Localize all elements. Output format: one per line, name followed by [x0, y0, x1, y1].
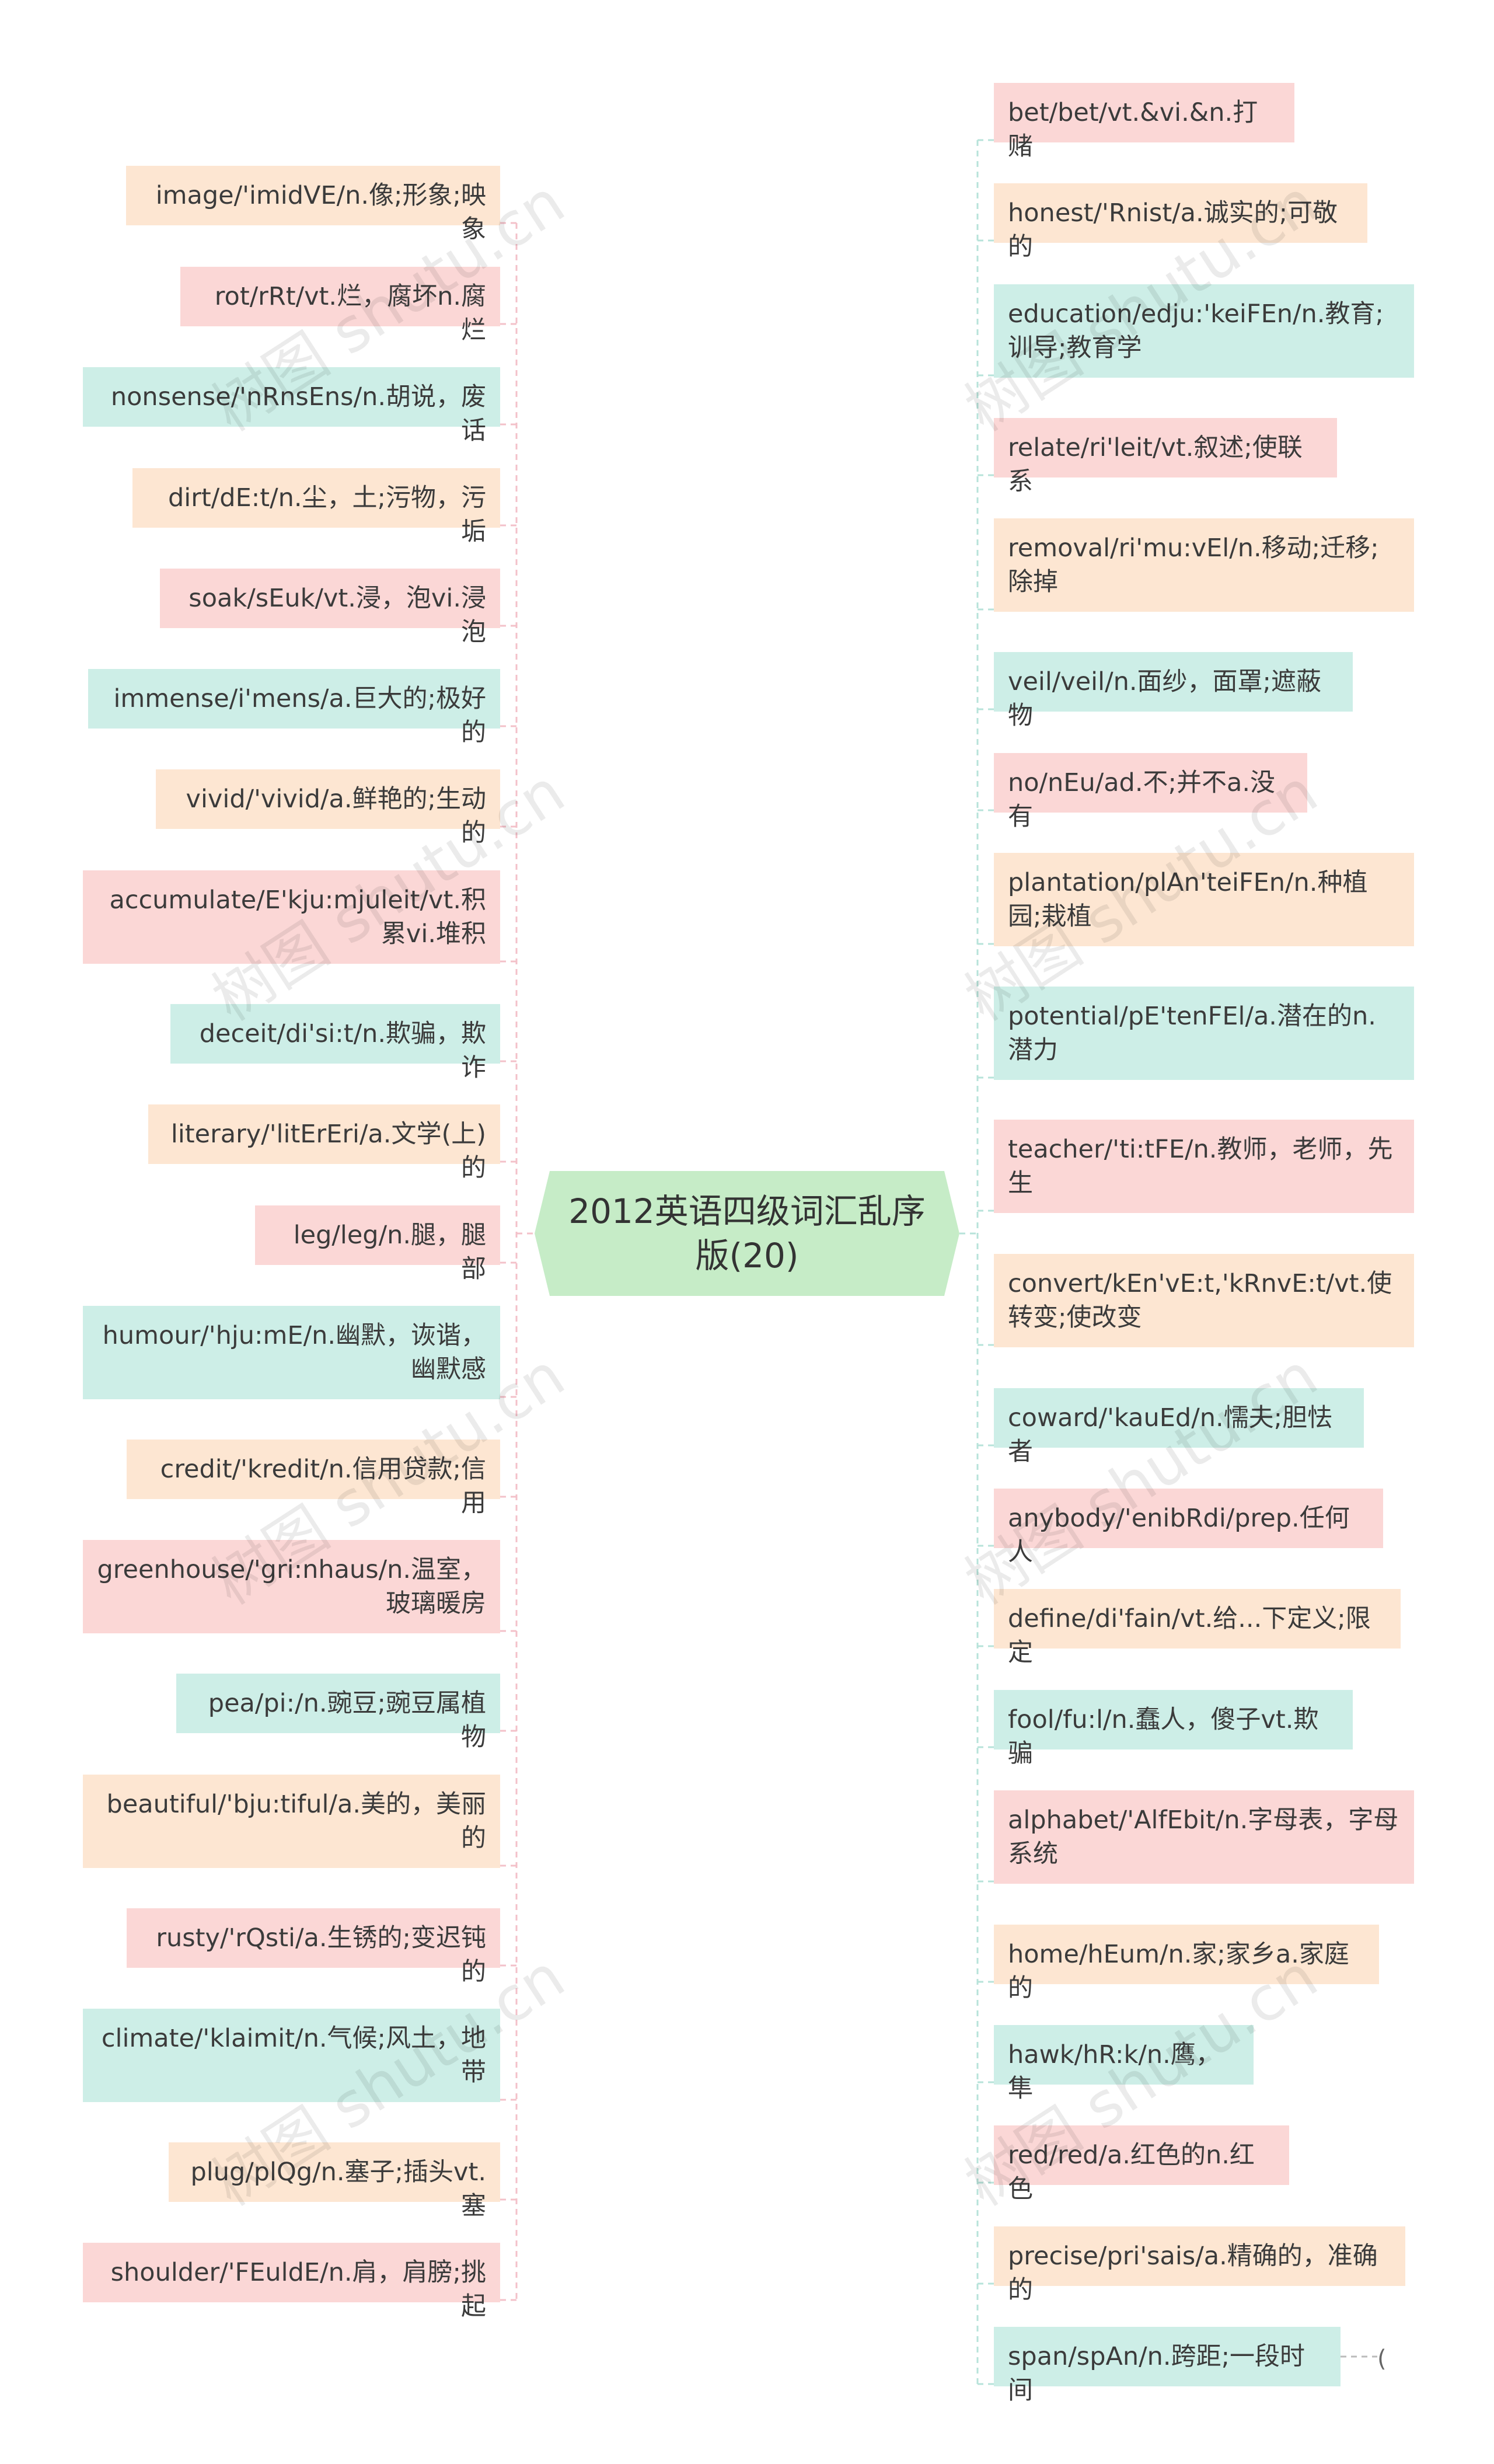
right-vocab-node[interactable]: veil/veil/n.面纱，面罩;遮蔽物	[994, 652, 1353, 730]
vocab-text: nonsense/'nRnsEns/n.胡说，废话	[110, 382, 486, 445]
vocab-text: teacher/'ti:tFE/n.教师，老师，先生	[1008, 1135, 1393, 1198]
vocab-text: greenhouse/'gri:nhaus/n.温室，玻璃暖房	[97, 1555, 487, 1618]
vocab-text: image/'imidVE/n.像;形象;映象	[155, 181, 486, 244]
vocab-text: relate/ri'leit/vt.叙述;使联系	[1008, 433, 1303, 496]
right-vocab-node[interactable]: define/di'fain/vt.给...下定义;限定	[994, 1589, 1401, 1667]
vocab-text: bet/bet/vt.&vi.&n.打赌	[1008, 98, 1258, 161]
right-vocab-node[interactable]: relate/ri'leit/vt.叙述;使联系	[994, 418, 1337, 496]
vocab-text: immense/i'mens/a.巨大的;极好的	[113, 684, 486, 747]
vocab-text: honest/'Rnist/a.诚实的;可敬的	[1008, 198, 1338, 262]
right-vocab-node[interactable]: anybody/'enibRdi/prep.任何人	[994, 1489, 1383, 1567]
vocab-text: no/nEu/ad.不;并不a.没有	[1008, 768, 1276, 831]
central-topic[interactable]: 2012英语四级词汇乱序版(20)	[535, 1171, 959, 1296]
vocab-text: define/di'fain/vt.给...下定义;限定	[1008, 1604, 1371, 1667]
vocab-text: accumulate/E'kju:mjuleit/vt.积累vi.堆积	[109, 886, 486, 949]
right-vocab-node[interactable]: removal/ri'mu:vEl/n.移动;迁移;除掉	[994, 518, 1414, 612]
left-vocab-node[interactable]: rusty/'rQsti/a.生锈的;变迟钝的	[127, 1908, 500, 1986]
left-vocab-node[interactable]: soak/sEuk/vt.浸，泡vi.浸泡	[160, 569, 500, 647]
right-vocab-node[interactable]: precise/pri'sais/a.精确的，准确的	[994, 2226, 1405, 2305]
vocab-text: red/red/a.红色的n.红色	[1008, 2141, 1255, 2204]
right-vocab-node[interactable]: potential/pE'tenFEl/a.潜在的n.潜力	[994, 987, 1414, 1080]
right-vocab-node[interactable]: plantation/plAn'teiFEn/n.种植园;栽植	[994, 853, 1414, 946]
collapsed-child-stub[interactable]: (	[1377, 2338, 1401, 2379]
vocab-text: plantation/plAn'teiFEn/n.种植园;栽植	[1008, 868, 1368, 931]
right-vocab-node[interactable]: fool/fu:l/n.蠢人，傻子vt.欺骗	[994, 1690, 1353, 1768]
left-vocab-node[interactable]: image/'imidVE/n.像;形象;映象	[126, 166, 500, 244]
vocab-text: humour/'hju:mE/n.幽默，诙谐，幽默感	[102, 1321, 486, 1384]
left-vocab-node[interactable]: accumulate/E'kju:mjuleit/vt.积累vi.堆积	[83, 870, 500, 964]
vocab-text: education/edju:'keiFEn/n.教育;训导;教育学	[1008, 299, 1384, 363]
left-vocab-node[interactable]: plug/plQg/n.塞子;插头vt.塞	[169, 2142, 500, 2221]
central-topic-label: 2012英语四级词汇乱序版(20)	[568, 1191, 926, 1275]
right-vocab-node[interactable]: home/hEum/n.家;家乡a.家庭的	[994, 1925, 1379, 2003]
left-vocab-node[interactable]: vivid/'vivid/a.鲜艳的;生动的	[156, 769, 500, 848]
vocab-text: home/hEum/n.家;家乡a.家庭的	[1008, 1940, 1349, 2003]
vocab-text: coward/'kauEd/n.懦夫;胆怯者	[1008, 1403, 1333, 1466]
vocab-text: rot/rRt/vt.烂，腐坏n.腐烂	[214, 282, 486, 345]
vocab-text: veil/veil/n.面纱，面罩;遮蔽物	[1008, 667, 1321, 730]
left-vocab-node[interactable]: nonsense/'nRnsEns/n.胡说，废话	[83, 367, 500, 445]
right-vocab-node[interactable]: no/nEu/ad.不;并不a.没有	[994, 753, 1307, 831]
right-vocab-node[interactable]: education/edju:'keiFEn/n.教育;训导;教育学	[994, 284, 1414, 378]
left-vocab-node[interactable]: pea/pi:/n.豌豆;豌豆属植物	[176, 1674, 500, 1752]
left-vocab-node[interactable]: credit/'kredit/n.信用贷款;信用	[127, 1440, 500, 1518]
vocab-text: deceit/di'si:t/n.欺骗，欺诈	[199, 1019, 486, 1082]
right-vocab-node[interactable]: coward/'kauEd/n.懦夫;胆怯者	[994, 1388, 1364, 1466]
vocab-text: vivid/'vivid/a.鲜艳的;生动的	[186, 785, 486, 848]
vocab-text: fool/fu:l/n.蠢人，傻子vt.欺骗	[1008, 1705, 1319, 1768]
vocab-text: removal/ri'mu:vEl/n.移动;迁移;除掉	[1008, 534, 1379, 597]
left-vocab-node[interactable]: beautiful/'bju:tiful/a.美的，美丽的	[83, 1775, 500, 1868]
vocab-text: convert/kEn'vE:t,'kRnvE:t/vt.使转变;使改变	[1008, 1269, 1392, 1332]
right-vocab-node[interactable]: red/red/a.红色的n.红色	[994, 2125, 1289, 2204]
vocab-text: rusty/'rQsti/a.生锈的;变迟钝的	[156, 1923, 486, 1986]
vocab-text: alphabet/'AlfEbit/n.字母表，字母系统	[1008, 1806, 1399, 1869]
right-vocab-node[interactable]: honest/'Rnist/a.诚实的;可敬的	[994, 183, 1367, 262]
vocab-text: literary/'litErEri/a.文学(上)的	[170, 1120, 486, 1183]
vocab-text: beautiful/'bju:tiful/a.美的，美丽的	[106, 1790, 486, 1853]
left-vocab-node[interactable]: climate/'klaimit/n.气候;风土，地带	[83, 2009, 500, 2102]
vocab-text: potential/pE'tenFEl/a.潜在的n.潜力	[1008, 1002, 1376, 1065]
left-vocab-node[interactable]: shoulder/'FEuldE/n.肩，肩膀;挑起	[83, 2243, 500, 2321]
left-vocab-node[interactable]: rot/rRt/vt.烂，腐坏n.腐烂	[180, 267, 500, 345]
vocab-text: anybody/'enibRdi/prep.任何人	[1008, 1504, 1350, 1567]
right-vocab-node[interactable]: convert/kEn'vE:t,'kRnvE:t/vt.使转变;使改变	[994, 1254, 1414, 1347]
vocab-text: plug/plQg/n.塞子;插头vt.塞	[190, 2158, 486, 2221]
vocab-text: dirt/dE:t/n.尘，土;污物，污垢	[168, 483, 486, 546]
right-vocab-node[interactable]: bet/bet/vt.&vi.&n.打赌	[994, 83, 1294, 161]
left-vocab-node[interactable]: deceit/di'si:t/n.欺骗，欺诈	[170, 1004, 500, 1082]
left-vocab-node[interactable]: dirt/dE:t/n.尘，土;污物，污垢	[132, 468, 500, 546]
vocab-text: soak/sEuk/vt.浸，泡vi.浸泡	[189, 584, 486, 647]
left-vocab-node[interactable]: immense/i'mens/a.巨大的;极好的	[88, 669, 500, 747]
vocab-text: shoulder/'FEuldE/n.肩，肩膀;挑起	[110, 2258, 486, 2321]
right-vocab-node[interactable]: teacher/'ti:tFE/n.教师，老师，先生	[994, 1120, 1414, 1213]
right-vocab-node[interactable]: hawk/hR:k/n.鹰，隼	[994, 2025, 1254, 2103]
vocab-text: precise/pri'sais/a.精确的，准确的	[1008, 2242, 1378, 2305]
left-vocab-node[interactable]: leg/leg/n.腿，腿部	[255, 1205, 500, 1284]
vocab-text: span/spAn/n.跨距;一段时间	[1008, 2342, 1305, 2405]
left-vocab-node[interactable]: greenhouse/'gri:nhaus/n.温室，玻璃暖房	[83, 1540, 500, 1633]
left-vocab-node[interactable]: humour/'hju:mE/n.幽默，诙谐，幽默感	[83, 1306, 500, 1399]
collapsed-child-label: (	[1377, 2345, 1387, 2372]
vocab-text: pea/pi:/n.豌豆;豌豆属植物	[208, 1689, 486, 1752]
right-vocab-node[interactable]: span/spAn/n.跨距;一段时间	[994, 2327, 1341, 2405]
vocab-text: leg/leg/n.腿，腿部	[293, 1221, 486, 1284]
vocab-text: climate/'klaimit/n.气候;风土，地带	[101, 2024, 486, 2087]
vocab-text: hawk/hR:k/n.鹰，隼	[1008, 2040, 1221, 2103]
vocab-text: credit/'kredit/n.信用贷款;信用	[160, 1455, 486, 1518]
left-vocab-node[interactable]: literary/'litErEri/a.文学(上)的	[148, 1104, 500, 1183]
right-vocab-node[interactable]: alphabet/'AlfEbit/n.字母表，字母系统	[994, 1790, 1414, 1884]
